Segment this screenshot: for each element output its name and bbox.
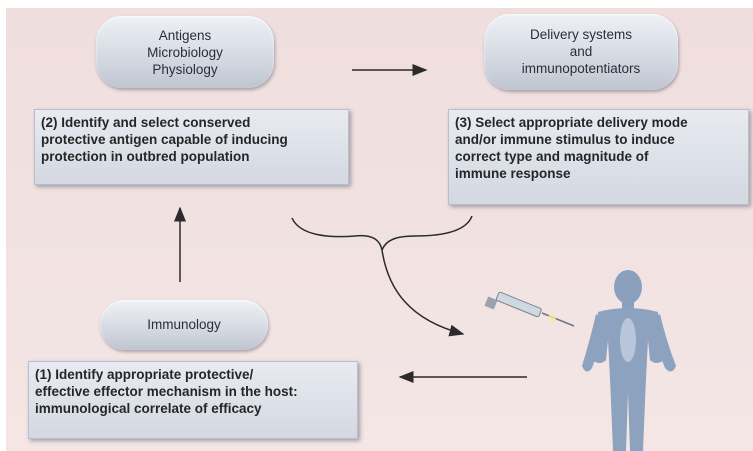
- pill-line: immunopotentiators: [484, 60, 678, 77]
- brace-left-branch: [292, 218, 382, 250]
- step-1-box: (1) Identify appropriate protective/ eff…: [28, 361, 358, 439]
- pill-line: Microbiology: [96, 44, 274, 61]
- pill-line: Antigens: [96, 27, 274, 44]
- box-line: (3) Select appropriate delivery mode: [455, 114, 742, 131]
- box-line: correct type and magnitude of: [455, 148, 742, 165]
- pill-line: and: [484, 43, 678, 60]
- syringe-icon: [484, 292, 574, 326]
- box-line: (1) Identify appropriate protective/: [35, 366, 351, 383]
- brace-right-branch: [382, 216, 472, 250]
- box-line: immunological correlate of efficacy: [35, 400, 351, 417]
- box-line: effective effector mechanism in the host…: [35, 383, 351, 400]
- pill-line: Delivery systems: [484, 26, 678, 43]
- antigens-pill: Antigens Microbiology Physiology: [96, 16, 274, 88]
- immunology-pill: Immunology: [100, 300, 268, 350]
- step-3-box: (3) Select appropriate delivery mode and…: [448, 109, 749, 205]
- box-line: and/or immune stimulus to induce: [455, 131, 742, 148]
- pill-line: Physiology: [96, 61, 274, 78]
- box-line: protection in outbred population: [41, 148, 342, 165]
- box-line: immune response: [455, 165, 742, 182]
- delivery-systems-pill: Delivery systems and immunopotentiators: [484, 14, 678, 90]
- arrow-brace-to-host: [382, 250, 463, 334]
- pill-line: Immunology: [100, 316, 268, 333]
- box-line: (2) Identify and select conserved: [41, 114, 342, 131]
- step-2-box: (2) Identify and select conserved protec…: [34, 109, 349, 185]
- box-line: protective antigen capable of inducing: [41, 131, 342, 148]
- human-figure-icon: [582, 270, 676, 451]
